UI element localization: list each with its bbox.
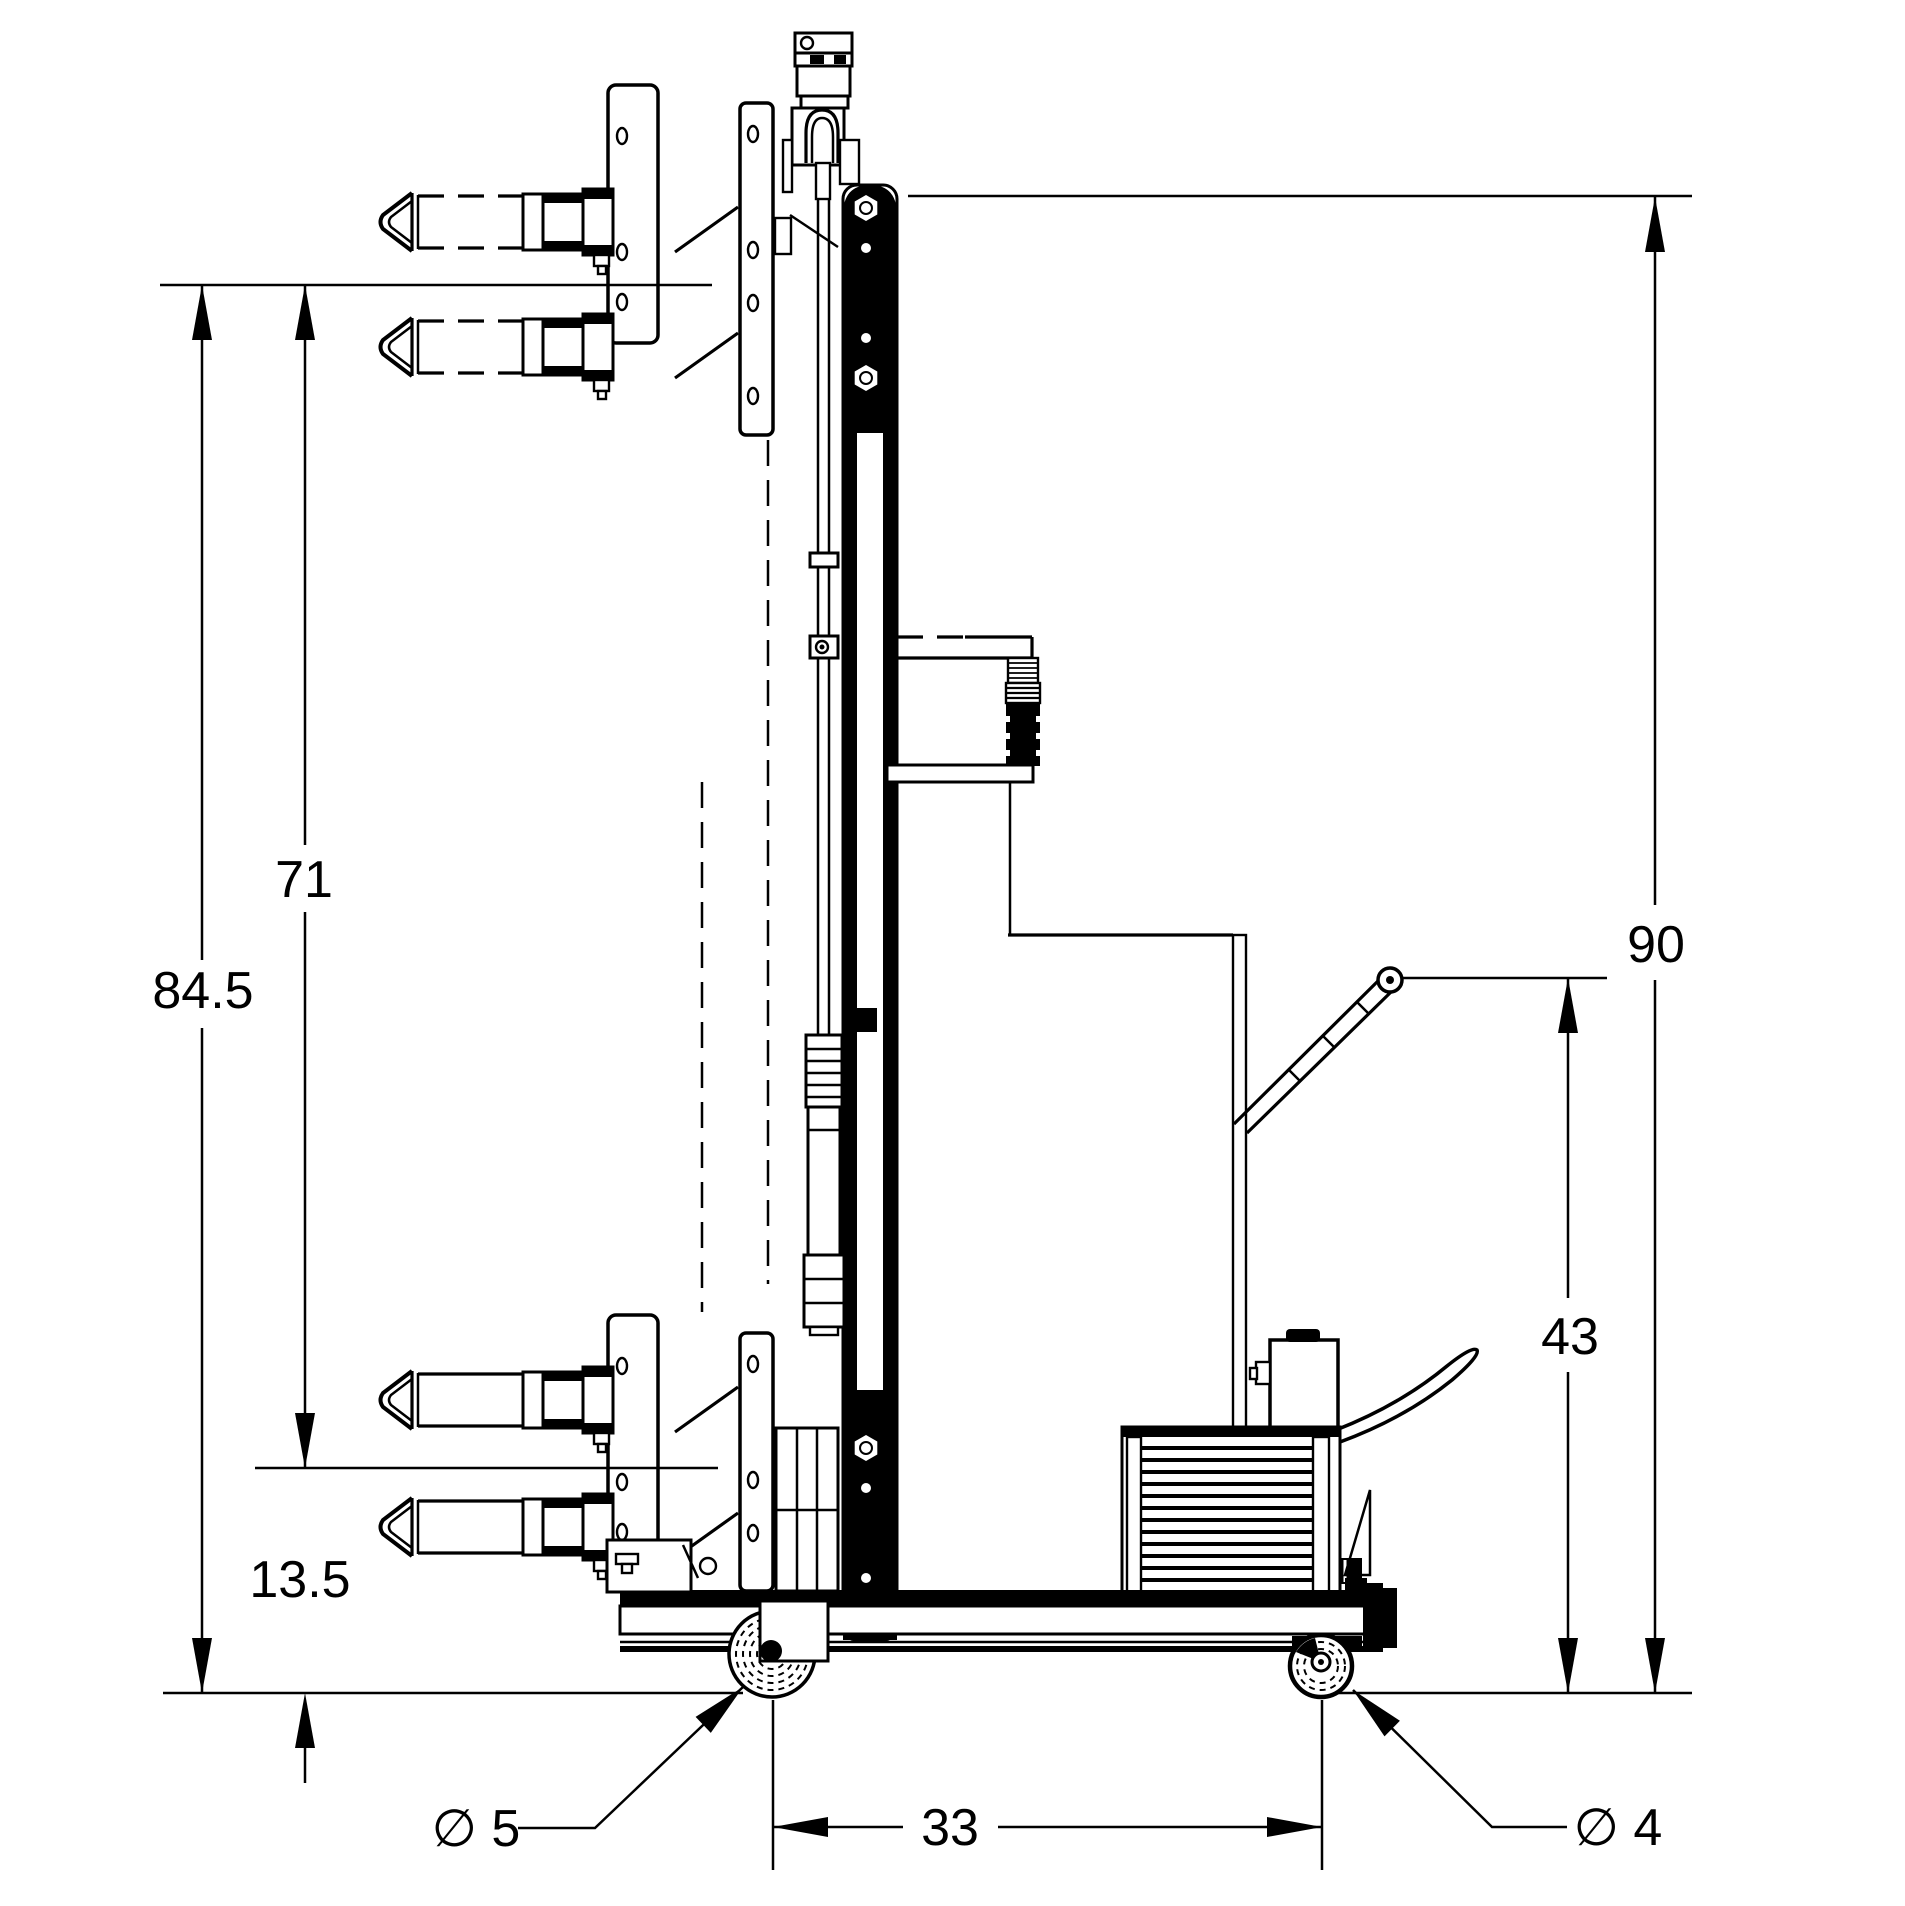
lower-fork-lowered [378,1492,615,1581]
lowered-fork-carriage [378,1313,840,1593]
dim-label-lowered-fork-height: 13.5 [249,1551,350,1609]
dim-label-rear-caster: ∅ 4 [1574,1799,1663,1857]
front-caster [727,1591,830,1699]
dim-handle-height: 43 [1541,978,1599,1693]
motor-head [781,31,861,201]
battery-box [1120,1425,1372,1595]
tensioner-bracket [885,635,1042,784]
mast [841,183,899,1642]
dim-max-fork-height: 84.5 [152,285,254,1693]
dim-label-wheelbase: 33 [921,1799,979,1857]
carriage-travel-phantom-lines [700,440,770,1312]
body-cover [1008,782,1233,937]
leader-rear-caster: ∅ 4 [1352,1689,1663,1857]
dim-wheelbase: 33 [773,1799,1322,1857]
pump-unit [1248,1329,1340,1430]
dim-label-lift-travel: 71 [275,851,333,909]
base-frame [605,1538,1397,1652]
upper-fork-lowered [378,1365,615,1454]
dim-label-handle-height: 43 [1541,1308,1599,1366]
dim-label-overall-height: 90 [1627,916,1685,974]
dim-lift-travel: 71 [275,285,333,1468]
upper-fork-raised [378,187,615,276]
rear-caster [1287,1632,1362,1700]
leader-front-caster: ∅ 5 [432,1686,744,1858]
lift-cylinder [802,199,846,1337]
mast-latch-block [853,1008,877,1032]
dim-label-front-caster: ∅ 5 [432,1800,521,1858]
lower-fork-raised [378,312,615,401]
dim-overall-height: 90 [1627,197,1685,1693]
raised-fork-carriage [378,83,839,437]
dim-label-max-fork-height: 84.5 [152,962,253,1020]
release-lever [1332,1347,1479,1444]
extension-lines [160,194,1692,1870]
dim-lowered-fork-height: 13.5 [249,1551,351,1783]
